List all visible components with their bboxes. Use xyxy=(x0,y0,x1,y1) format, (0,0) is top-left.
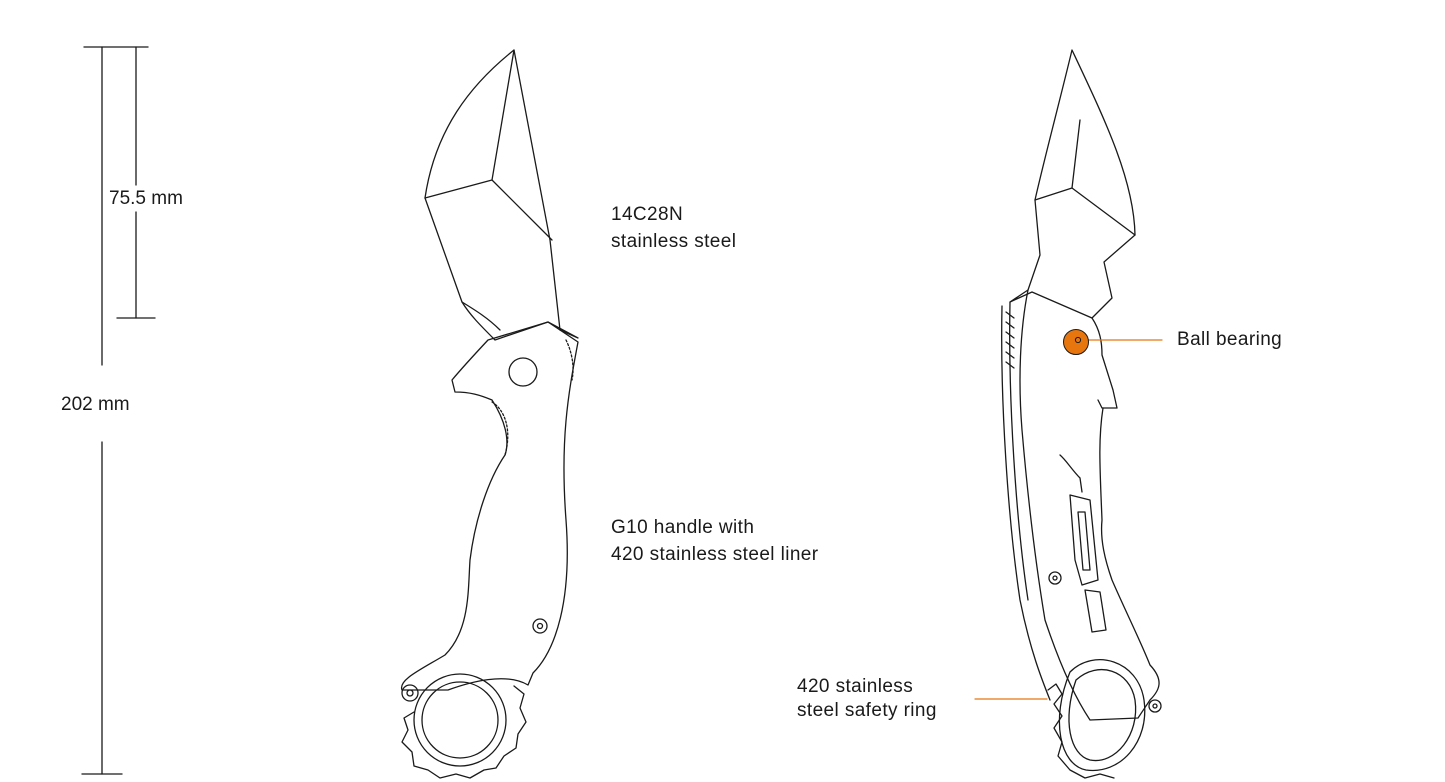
ball-bearing-pivot xyxy=(1063,329,1089,355)
blade-material-line2: stainless steel xyxy=(611,231,737,252)
knife-edge-view xyxy=(1001,49,1162,779)
blade-length-label: 75.5 mm xyxy=(109,188,183,210)
knife-side-view xyxy=(400,49,579,779)
ball-bearing-callout: Ball bearing xyxy=(1177,329,1283,350)
handle-material-line1: G10 handle with xyxy=(611,517,755,538)
leader-lines xyxy=(974,339,1163,700)
safety-ring-line1: 420 stainless xyxy=(797,676,914,697)
handle-material-callout: G10 handle with 420 stainless steel line… xyxy=(611,514,819,568)
overall-length-label: 202 mm xyxy=(61,394,130,416)
dimension-lines xyxy=(81,46,156,775)
blade-material-line1: 14C28N xyxy=(611,204,684,225)
blade-material-callout: 14C28N stainless steel xyxy=(611,201,736,255)
safety-ring-callout: 420 stainless steel safety ring xyxy=(797,675,937,723)
safety-ring-line2: steel safety ring xyxy=(797,700,937,721)
handle-material-line2: 420 stainless steel liner xyxy=(611,544,819,565)
